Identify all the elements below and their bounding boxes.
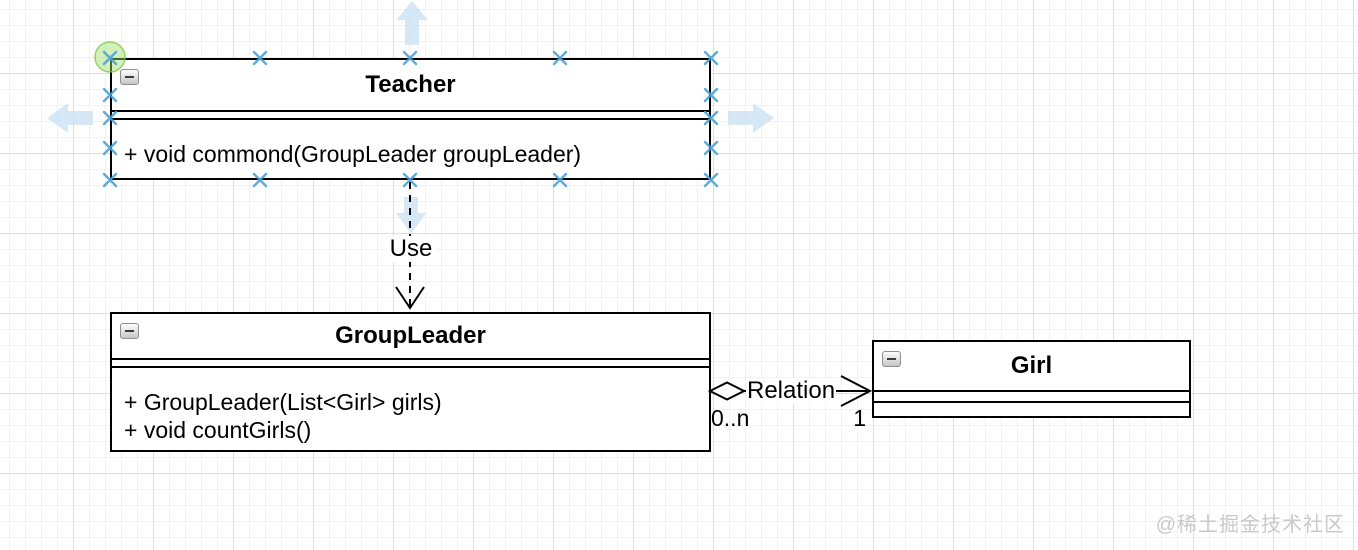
collapse-icon[interactable] bbox=[120, 69, 139, 85]
relation-target-multiplicity[interactable]: 1 bbox=[853, 405, 866, 431]
fields-compartment bbox=[874, 390, 1189, 403]
collapse-icon[interactable] bbox=[120, 323, 139, 339]
methods-compartment bbox=[874, 403, 1189, 416]
fields-compartment bbox=[112, 358, 709, 368]
methods-compartment: + GroupLeader(List<Girl> girls) + void c… bbox=[112, 368, 709, 450]
class-title-bar: Girl bbox=[874, 342, 1189, 390]
method-item[interactable]: + void countGirls() bbox=[124, 417, 312, 443]
class-title-text: Teacher bbox=[365, 71, 456, 98]
class-title-bar: GroupLeader bbox=[112, 314, 709, 358]
class-box-teacher[interactable]: Teacher + void commond(GroupLeader group… bbox=[110, 58, 711, 180]
direction-arrow-up-icon[interactable] bbox=[396, 1, 428, 45]
methods-compartment: + void commond(GroupLeader groupLeader) bbox=[112, 120, 709, 178]
collapse-icon[interactable] bbox=[882, 351, 901, 367]
direction-arrow-right-icon[interactable] bbox=[728, 103, 774, 133]
relation-source-multiplicity[interactable]: 0..n bbox=[711, 405, 750, 431]
class-title-bar: Teacher bbox=[112, 60, 709, 110]
method-item[interactable]: + GroupLeader(List<Girl> girls) bbox=[124, 389, 442, 415]
aggregation-diamond bbox=[707, 381, 747, 401]
use-edge-label[interactable]: Use bbox=[386, 236, 436, 262]
class-title-text: Girl bbox=[1010, 352, 1053, 379]
method-item[interactable]: + void commond(GroupLeader groupLeader) bbox=[124, 141, 582, 167]
class-title-text: GroupLeader bbox=[335, 322, 486, 349]
use-edge-open-arrowhead bbox=[395, 286, 425, 310]
relation-edge-label[interactable]: Relation bbox=[746, 377, 837, 404]
class-box-groupleader[interactable]: GroupLeader + GroupLeader(List<Girl> gir… bbox=[110, 312, 711, 452]
watermark: @稀土掘金技术社区 bbox=[1155, 514, 1345, 536]
direction-arrow-down-icon[interactable] bbox=[396, 197, 426, 234]
relation-edge-open-arrowhead bbox=[840, 375, 873, 407]
fields-compartment bbox=[112, 110, 709, 120]
class-box-girl[interactable]: Girl bbox=[872, 340, 1191, 418]
direction-arrow-left-icon[interactable] bbox=[47, 103, 93, 133]
